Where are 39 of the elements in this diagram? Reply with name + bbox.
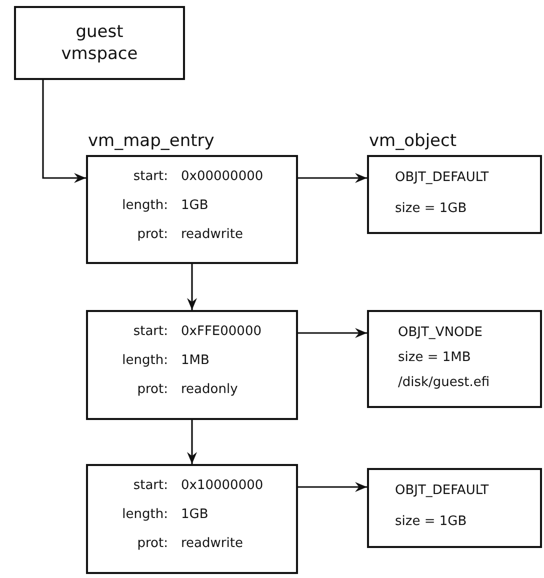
object-box [367, 310, 542, 408]
field-name: start: [132, 478, 168, 493]
arrow [298, 173, 367, 183]
field-name: prot: [136, 227, 168, 242]
object-detail: size = 1MB [398, 350, 471, 365]
field-name: length: [121, 507, 168, 522]
field-value: 0xFFE00000 [181, 324, 262, 339]
arrow [298, 328, 367, 338]
object-box [367, 468, 542, 548]
field-value: 0x10000000 [181, 478, 264, 493]
object-type: OBJT_DEFAULT [395, 483, 489, 498]
field-name: length: [121, 353, 168, 368]
map-entry-box [86, 464, 298, 574]
field-value: 1GB [181, 198, 208, 213]
object-type: OBJT_VNODE [398, 325, 482, 340]
object-detail: size = 1GB [395, 201, 467, 216]
object-detail: size = 1GB [395, 514, 467, 529]
arrow [187, 264, 197, 310]
box-heading: vm_map_entry [88, 131, 214, 151]
object-type: OBJT_DEFAULT [395, 170, 489, 185]
field-value: 1GB [181, 507, 208, 522]
field-name: start: [132, 324, 168, 339]
arrow [298, 482, 367, 492]
object-detail: /disk/guest.efi [398, 375, 490, 390]
field-value: 1MB [181, 353, 210, 368]
map-entry-box [86, 310, 298, 420]
box-label: guest vmspace [60, 20, 139, 66]
field-value: readwrite [181, 536, 243, 551]
arrow [42, 80, 86, 183]
box-heading: vm_object [369, 131, 457, 151]
field-name: prot: [136, 382, 168, 397]
field-name: length: [121, 198, 168, 213]
field-value: readonly [181, 382, 238, 397]
field-name: start: [132, 169, 168, 184]
field-name: prot: [136, 536, 168, 551]
field-value: readwrite [181, 227, 243, 242]
arrow [187, 420, 197, 464]
process-box [14, 6, 185, 80]
field-value: 0x00000000 [181, 169, 264, 184]
